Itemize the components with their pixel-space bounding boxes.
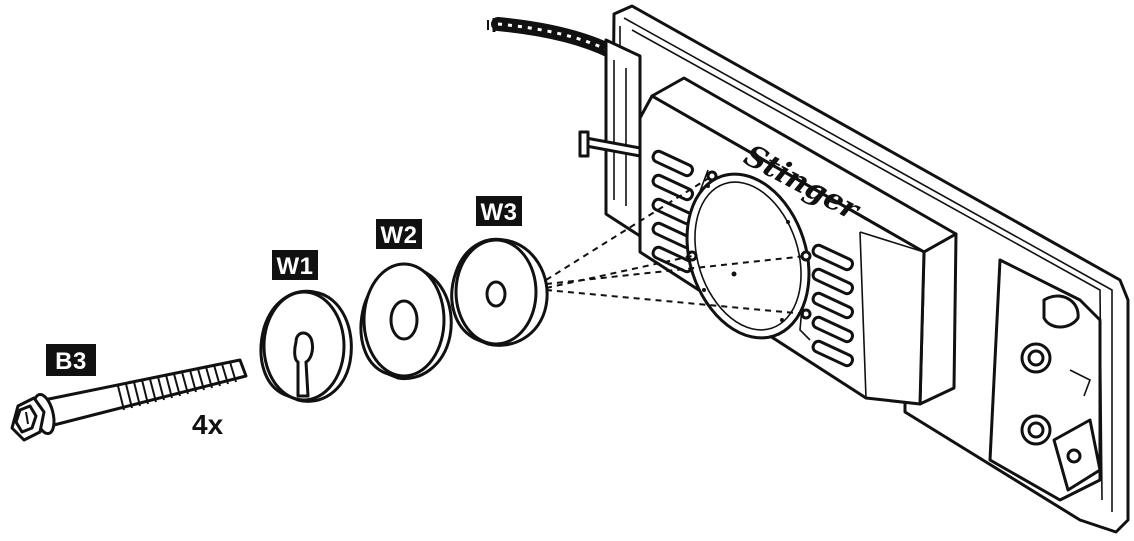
quantity-label: 4x xyxy=(192,409,224,440)
latch-assembly xyxy=(988,258,1102,502)
washer-w2 xyxy=(359,262,453,381)
speaker-mount-ring xyxy=(685,172,811,340)
label-b3-text: B3 xyxy=(55,348,87,375)
mount-hole-top-left xyxy=(706,170,718,182)
bolt-b3 xyxy=(10,358,248,442)
label-w3: W3 xyxy=(476,196,522,226)
washer-w1 xyxy=(259,289,353,403)
label-w3-text: W3 xyxy=(481,199,518,226)
tailgate-panel: Stinger xyxy=(487,4,1130,534)
washer-w3 xyxy=(450,237,549,347)
label-w1-text: W1 xyxy=(277,253,314,280)
bolt-threads xyxy=(117,361,237,411)
label-w2-text: W2 xyxy=(381,222,418,249)
vent-slots-right xyxy=(811,243,855,368)
tailgate-left-rail xyxy=(604,38,642,238)
label-w2: W2 xyxy=(376,219,422,249)
label-b3: B3 xyxy=(46,344,96,376)
label-w1: W1 xyxy=(272,250,318,280)
alignment-lines xyxy=(545,175,807,315)
